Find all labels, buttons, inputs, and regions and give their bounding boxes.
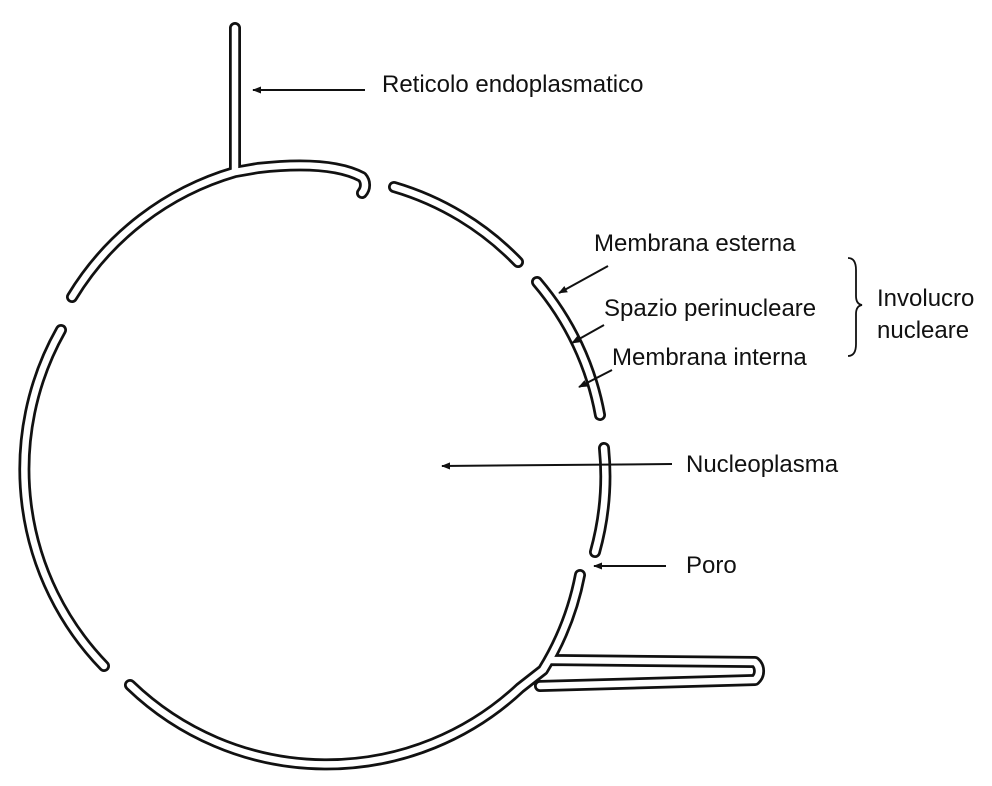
- membrane-segment-bottom-with-er: [124, 569, 766, 771]
- envelope-brace: [847, 257, 863, 357]
- membrane-segment-top: [388, 181, 524, 268]
- membrane-segment-right-upper: [531, 276, 606, 421]
- arrow-outer-membrane: [558, 265, 609, 294]
- label-perinuclear-space: Spazio perinucleare: [604, 295, 816, 322]
- membrane-segment-top-left-with-er: [66, 22, 371, 303]
- label-pore: Poro: [686, 552, 737, 579]
- label-er: Reticolo endoplasmatico: [382, 71, 643, 98]
- label-envelope-line2: nucleare: [877, 317, 969, 344]
- label-nucleoplasm: Nucleoplasma: [686, 451, 839, 478]
- labels: Reticolo endoplasmatico Membrana esterna…: [382, 71, 974, 579]
- label-envelope-line1: Involucro: [877, 285, 974, 312]
- label-inner-membrane: Membrana interna: [612, 344, 807, 371]
- pointer-arrows: [252, 86, 673, 570]
- arrow-nucleoplasm: [441, 462, 673, 470]
- membrane-segment-right-middle: [589, 442, 612, 558]
- label-outer-membrane: Membrana esterna: [594, 230, 796, 257]
- nuclear-envelope: [18, 22, 766, 771]
- arrow-perinuclear-space: [571, 324, 605, 344]
- membrane-segment-left: [18, 324, 110, 672]
- arrow-inner-membrane: [578, 369, 613, 388]
